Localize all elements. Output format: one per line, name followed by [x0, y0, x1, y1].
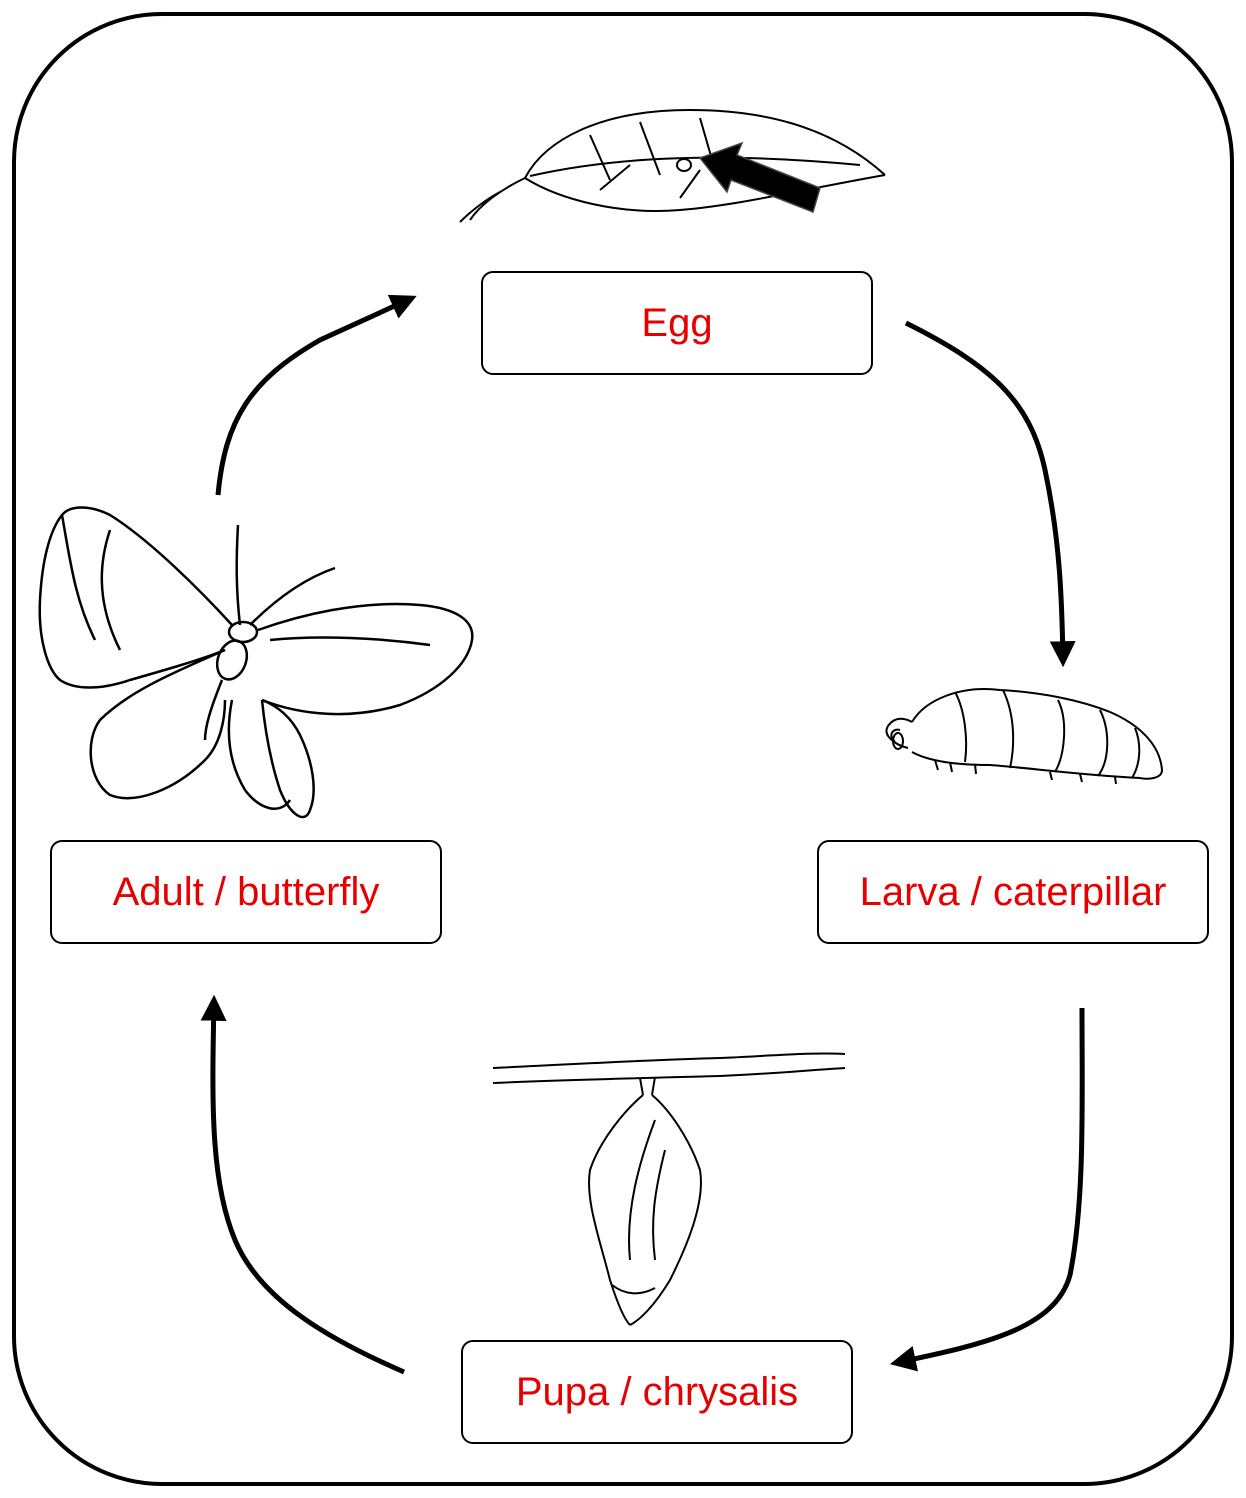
arrow-larva-to-pupa: [895, 1008, 1082, 1363]
adult-stage-label: Adult / butterfly: [113, 870, 380, 915]
arrow-egg-to-larva: [906, 323, 1063, 662]
caterpillar-icon: [886, 689, 1162, 784]
larva-stage-label: Larva / caterpillar: [860, 870, 1167, 915]
arrow-pupa-to-adult: [213, 1000, 404, 1372]
pupa-stage-box: Pupa / chrysalis: [461, 1340, 853, 1444]
chrysalis-icon: [493, 1053, 845, 1325]
egg-stage-box: Egg: [481, 271, 873, 375]
pointer-arrow-icon: [700, 143, 820, 212]
egg-stage-label: Egg: [641, 301, 712, 346]
leaf-with-egg-icon: [460, 110, 885, 222]
arrow-adult-to-egg: [218, 298, 412, 495]
adult-stage-box: Adult / butterfly: [50, 840, 442, 944]
butterfly-icon: [40, 508, 473, 818]
pupa-stage-label: Pupa / chrysalis: [516, 1370, 798, 1415]
larva-stage-box: Larva / caterpillar: [817, 840, 1209, 944]
